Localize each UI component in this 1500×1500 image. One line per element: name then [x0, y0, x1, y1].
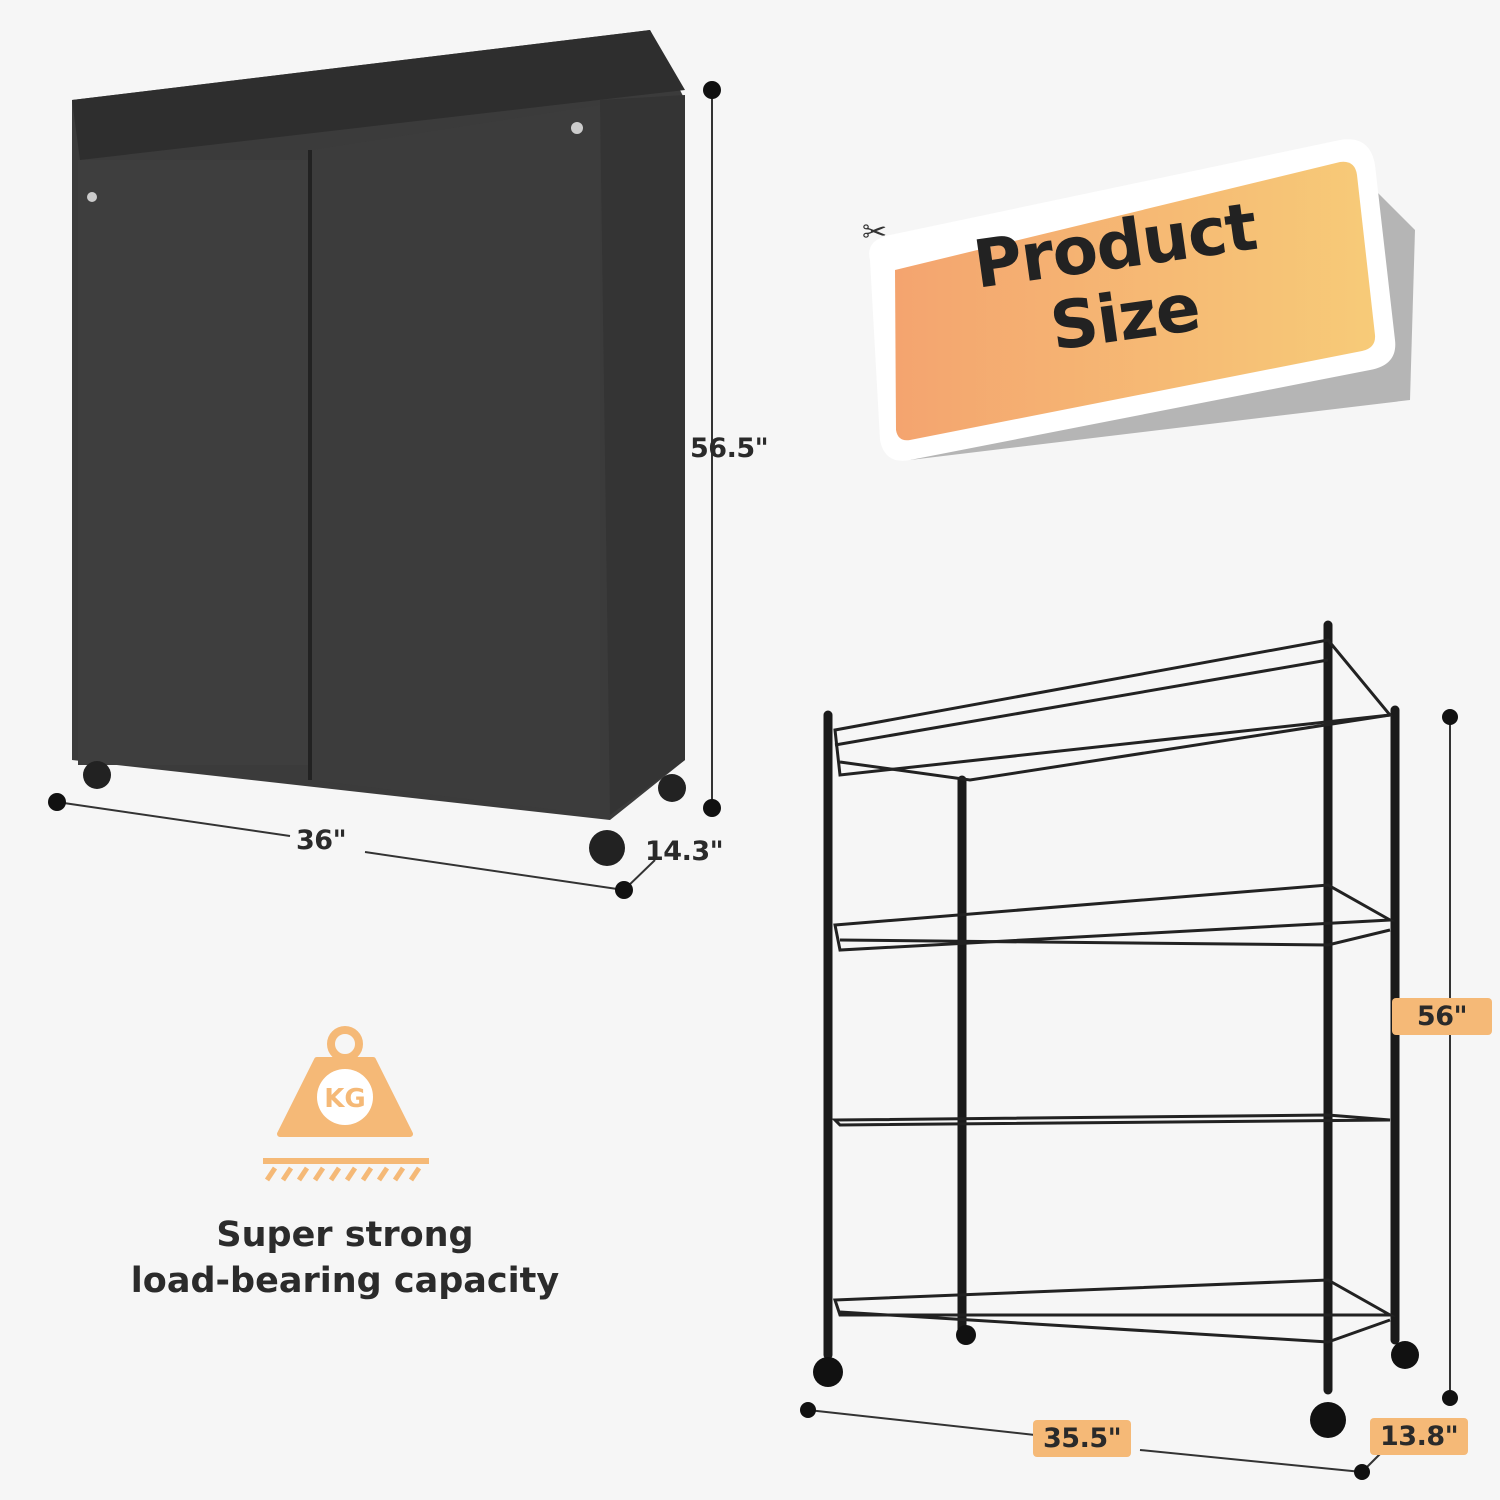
load-capacity-caption: Super strong load-bearing capacity [80, 1212, 610, 1304]
kg-text: KG [324, 1084, 366, 1114]
covered-wardrobe-image [48, 30, 721, 899]
shelf-height-label: 56" [1392, 998, 1492, 1035]
weight-kg-icon: KG [263, 1026, 429, 1182]
caption-line-1: Super strong [216, 1215, 474, 1255]
cover-width-label: 36" [296, 825, 347, 856]
shelf-depth-label: 13.8" [1370, 1418, 1469, 1455]
cover-depth-label: 14.3" [645, 836, 724, 867]
wire-shelf-image [800, 620, 1458, 1480]
product-size-badge: ✂ [862, 139, 1415, 461]
caption-line-2: load-bearing capacity [130, 1261, 560, 1301]
scissors-icon: ✂ [862, 215, 887, 250]
shelf-width-label: 35.5" [1033, 1420, 1132, 1457]
cover-height-label: 56.5" [690, 433, 769, 464]
